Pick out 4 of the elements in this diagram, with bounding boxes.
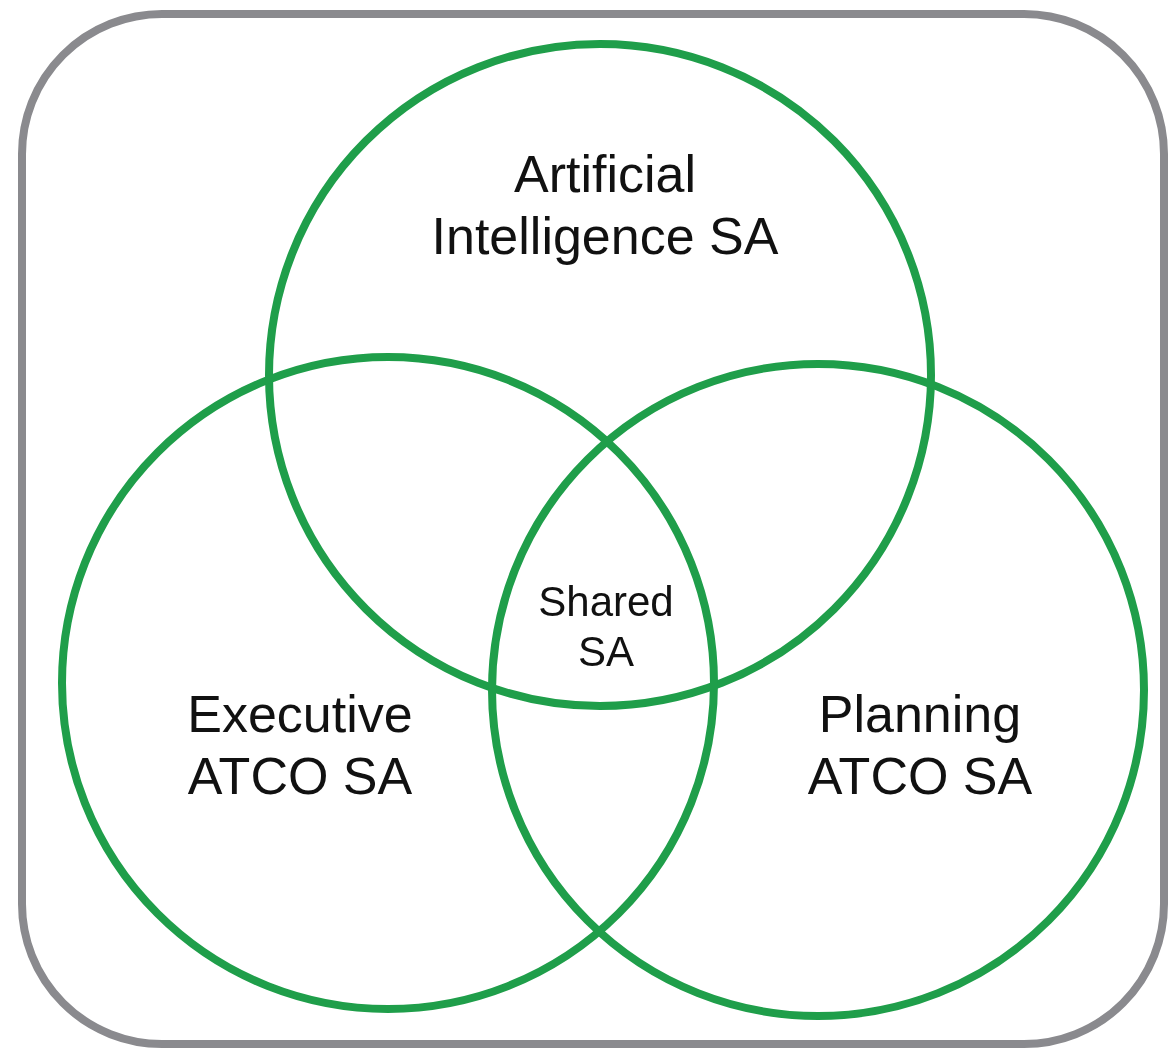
circle-label: Executive ATCO SA — [186, 683, 414, 807]
region-label: Shared SA — [537, 576, 675, 677]
circle-label: Planning ATCO SA — [806, 683, 1034, 807]
circle-label: Artificial Intelligence SA — [430, 143, 780, 267]
